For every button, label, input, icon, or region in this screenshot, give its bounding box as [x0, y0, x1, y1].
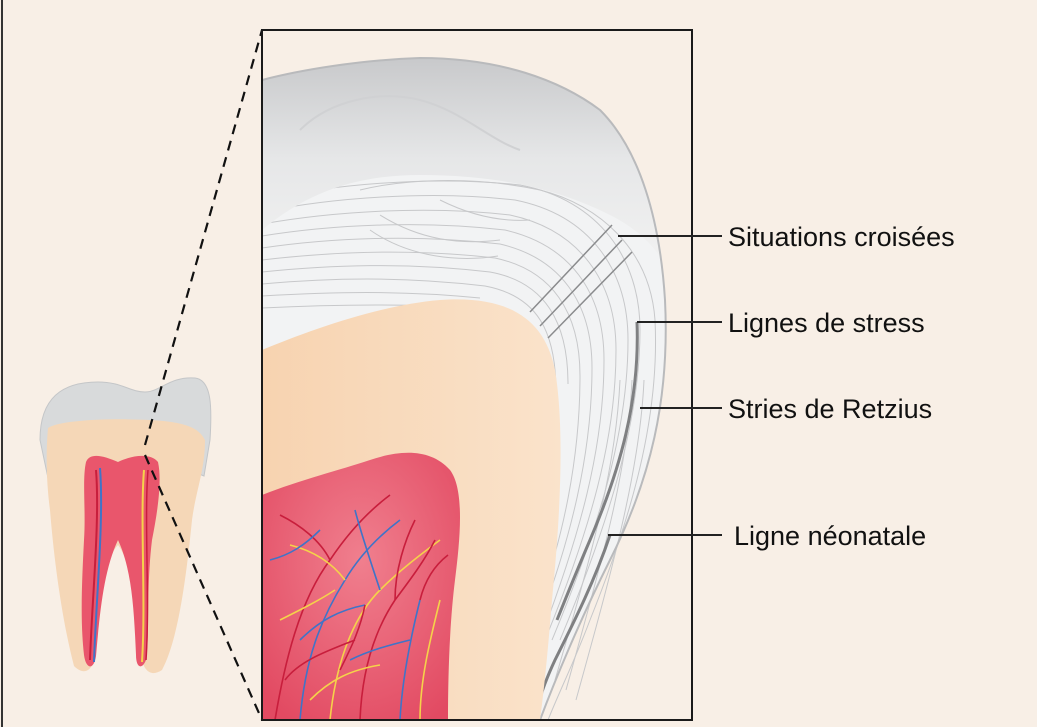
- label-situations-croisees: Situations croisées: [728, 222, 955, 252]
- small-tooth-illustration: [40, 378, 211, 673]
- label-lignes-de-stress: Lignes de stress: [728, 308, 925, 338]
- label-stries-de-retzius: Stries de Retzius: [728, 394, 932, 424]
- small-tooth-nerve-yellow: [142, 470, 144, 662]
- label-ligne-neonatale: Ligne néonatale: [734, 521, 926, 551]
- pulp-chamber: [262, 453, 460, 720]
- magnified-section: [262, 30, 692, 720]
